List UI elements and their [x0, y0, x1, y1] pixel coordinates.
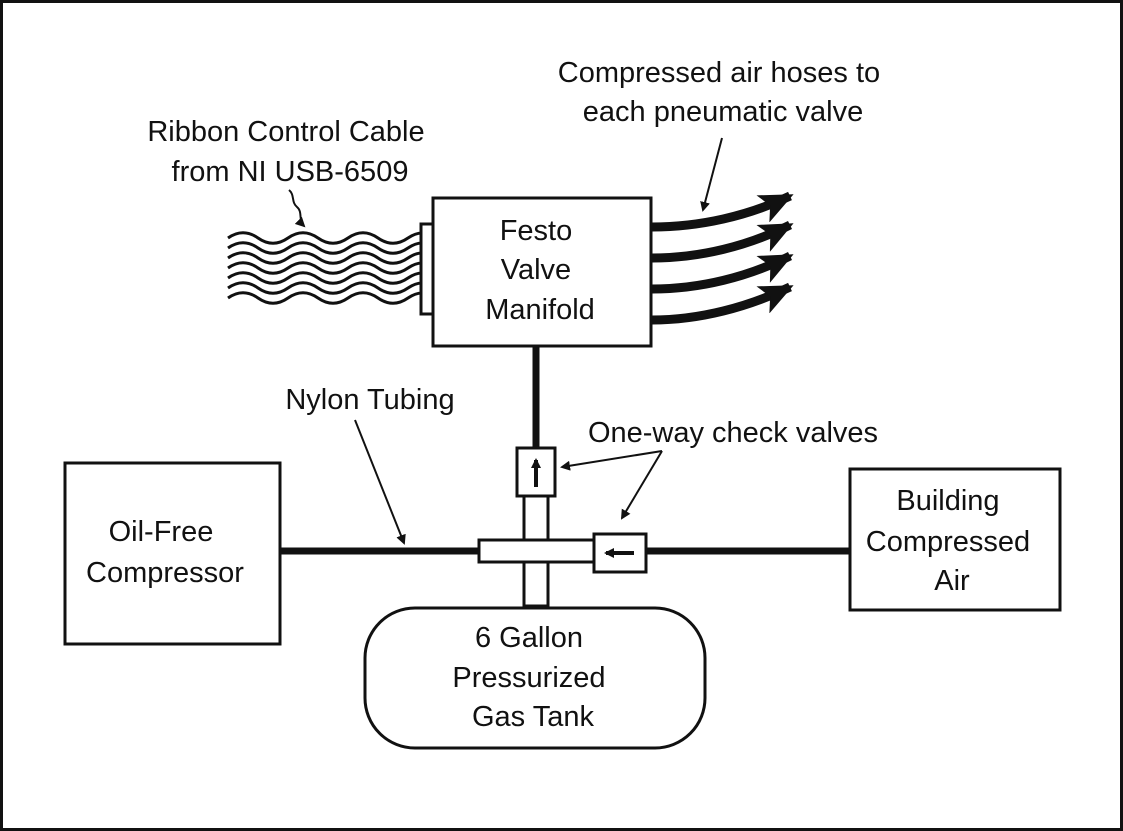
- air-hoses-label: Compressed air hoses to each pneumatic v…: [558, 57, 888, 128]
- compressor-label: Oil-Free Compressor: [86, 516, 244, 589]
- air-hose-4: [651, 282, 794, 325]
- valve-manifold-box: [431, 196, 653, 348]
- nylon-tubing-label: Nylon Tubing: [285, 384, 454, 416]
- air-hoses-leader: [700, 137, 723, 212]
- air-hose-1: [651, 191, 794, 232]
- check-valves-label: One-way check valves: [588, 417, 878, 449]
- air-hose-3: [651, 251, 794, 294]
- gas-tank-label: 6 Gallon Pressurized Gas Tank: [452, 622, 613, 733]
- compressor-box: [63, 461, 282, 646]
- cross-fitting: [477, 494, 596, 608]
- check-valves-leader-top: [560, 450, 663, 471]
- building-air-box: [848, 467, 1062, 612]
- air-hose-2: [651, 220, 794, 263]
- building-air-label: Building Compressed Air: [866, 485, 1038, 597]
- gas-tank: [363, 606, 707, 750]
- ribbon-cable-leader: [288, 189, 306, 228]
- nylon-tubing-leader: [354, 419, 406, 545]
- valve-manifold-label: Festo Valve Manifold: [485, 215, 595, 326]
- check-valves-leader-side: [620, 450, 663, 520]
- ribbon-cable: [227, 231, 423, 305]
- air-hoses: [651, 191, 794, 325]
- ribbon-cable-label: Ribbon Control Cable from NI USB-6509: [147, 116, 432, 188]
